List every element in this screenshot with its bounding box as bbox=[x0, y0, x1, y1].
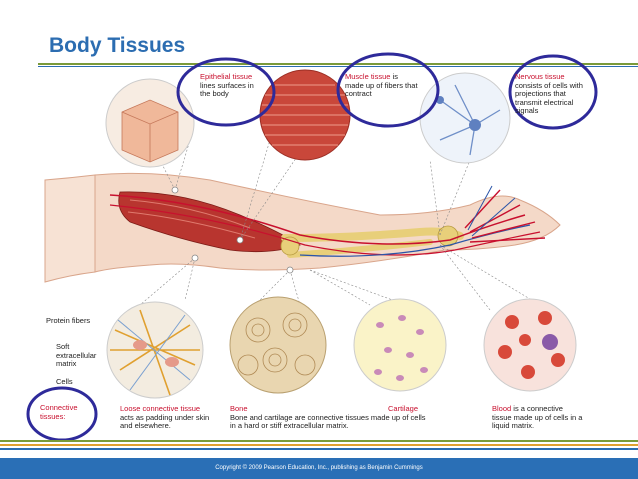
loose-connective-tissue-image bbox=[106, 301, 204, 399]
muscle-tissue-image bbox=[259, 69, 351, 161]
nervous-desc: consists of cells with projections that … bbox=[515, 80, 583, 115]
loose-desc: acts as padding under skin and elsewhere… bbox=[120, 412, 210, 430]
footer-bar bbox=[0, 458, 638, 479]
cartilage-label: Cartilage bbox=[388, 404, 419, 414]
cartilage-tissue-image bbox=[353, 298, 447, 392]
loose-name: Loose connective tissue bbox=[120, 404, 201, 413]
loose-label: Loose connective tissue acts as padding … bbox=[120, 404, 220, 431]
blood-label: Blood is a connective tissue made up of … bbox=[492, 404, 584, 431]
bone-desc: Bone and cartilage are connective tissue… bbox=[230, 412, 426, 430]
cells-label: Cells bbox=[56, 377, 73, 386]
muscle-name: Muscle tissue bbox=[345, 72, 391, 81]
bone-name: Bone bbox=[230, 404, 248, 413]
muscle-desc-first: is bbox=[392, 72, 398, 81]
epithelial-name: Epithelial tissue bbox=[200, 72, 253, 81]
connective-label: Connective tissues: bbox=[40, 403, 86, 421]
bone-label: Bone Bone and cartilage are connective t… bbox=[230, 404, 430, 431]
nervous-name: Nervous tissue bbox=[515, 72, 565, 81]
cartilage-name: Cartilage bbox=[388, 404, 419, 413]
epithelial-tissue-image bbox=[105, 78, 195, 168]
protein-fibers-label: Protein fibers bbox=[46, 316, 91, 325]
header-rule-blue bbox=[38, 66, 638, 67]
header-rule bbox=[38, 63, 638, 65]
connective-name: Connective tissues: bbox=[40, 403, 78, 421]
epithelial-desc: lines surfaces in the body bbox=[200, 80, 254, 98]
soft-matrix-label: Soft extracellular matrix bbox=[56, 342, 97, 368]
blood-desc: is a connective tissue made up of cells … bbox=[492, 404, 583, 430]
muscle-desc: made up of fibers that contract bbox=[345, 80, 418, 98]
footer-stripes bbox=[0, 440, 638, 456]
copyright-text: Copyright © 2009 Pearson Education, Inc.… bbox=[215, 465, 423, 471]
nervous-tissue-image bbox=[419, 72, 511, 164]
muscle-label: Muscle tissue is made up of fibers that … bbox=[345, 72, 433, 99]
page-title: Body Tissues bbox=[49, 34, 186, 57]
arm-illustration bbox=[44, 172, 561, 283]
nervous-label: Nervous tissue consists of cells with pr… bbox=[515, 72, 585, 116]
epithelial-label: Epithelial tissue lines surfaces in the … bbox=[200, 72, 260, 99]
blood-name: Blood bbox=[492, 404, 512, 413]
blood-tissue-image bbox=[483, 298, 577, 392]
bone-tissue-image bbox=[229, 296, 327, 394]
